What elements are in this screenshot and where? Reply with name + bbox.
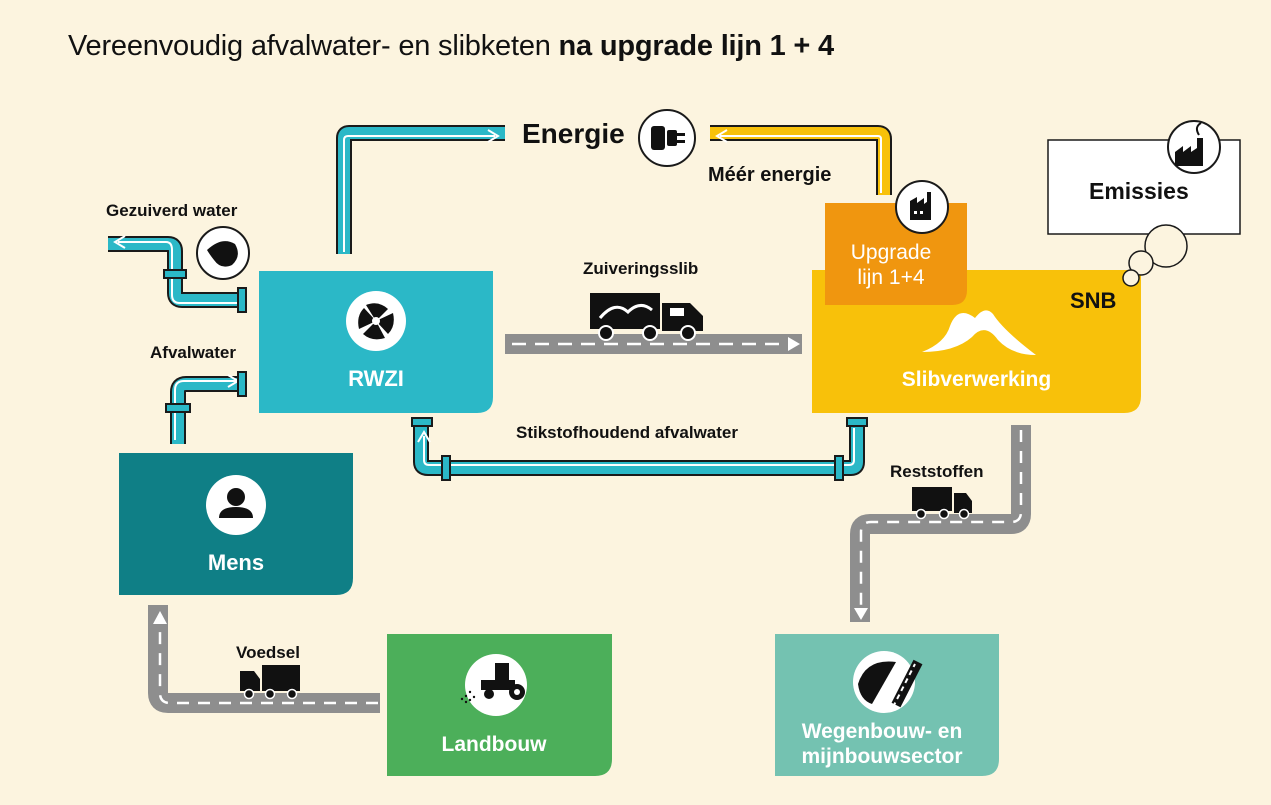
person-icon (206, 475, 266, 535)
energy-return-pipe (710, 125, 892, 195)
plug-icon (638, 109, 696, 167)
upgrade-label-line1: Upgrade (850, 241, 932, 264)
fan-icon (346, 291, 406, 351)
upgrade-label: Upgrade lijn 1+4 (825, 240, 957, 290)
sludge-icon (922, 310, 1036, 355)
reststoffen-label: Reststoffen (890, 462, 984, 481)
energy-pipe (336, 125, 505, 254)
page-title: Vereenvoudig afvalwater- en slibketen na… (68, 30, 834, 62)
meer-energie-label: Méér energie (708, 164, 832, 186)
road-icon (853, 651, 923, 713)
purified-water-pipe (108, 235, 247, 313)
truck-icon (590, 293, 703, 341)
food-road (148, 605, 380, 713)
slibverwerking-box[interactable] (812, 270, 1141, 413)
wastewater-pipe (165, 371, 247, 444)
wegenbouw-label-line2: mijnbouwsector (801, 745, 963, 768)
factory-icon (895, 180, 949, 234)
emissies-label: Emissies (1089, 178, 1189, 204)
voedsel-label: Voedsel (236, 643, 300, 662)
small-truck-icon (912, 487, 972, 520)
landbouw-label: Landbouw (441, 733, 547, 756)
wegenbouw-label-line1: Wegenbouw- en (801, 720, 963, 743)
stikstof-label: Stikstofhoudend afvalwater (516, 423, 738, 442)
sludge-road (505, 334, 802, 354)
water-drop-icon (196, 226, 250, 280)
upgrade-label-line2: lijn 1+4 (857, 266, 925, 289)
energie-label: Energie (522, 118, 625, 149)
mens-label: Mens (207, 550, 265, 575)
food-truck-icon (240, 665, 300, 700)
residuals-road (850, 425, 1031, 622)
wegenbouw-label: Wegenbouw- en mijnbouwsector (775, 719, 989, 769)
emission-factory-icon (1167, 120, 1221, 174)
gezuiverd-water-label: Gezuiverd water (106, 201, 238, 220)
afvalwater-label: Afvalwater (150, 343, 236, 362)
tractor-icon (460, 654, 527, 716)
rwzi-label: RWZI (348, 366, 404, 391)
nitrogen-water-pipe (411, 417, 868, 481)
snb-label: SNB (1070, 288, 1117, 313)
slibverwerking-label: Slibverwerking (901, 368, 1052, 391)
zuiveringsslib-label: Zuiveringsslib (583, 259, 699, 278)
